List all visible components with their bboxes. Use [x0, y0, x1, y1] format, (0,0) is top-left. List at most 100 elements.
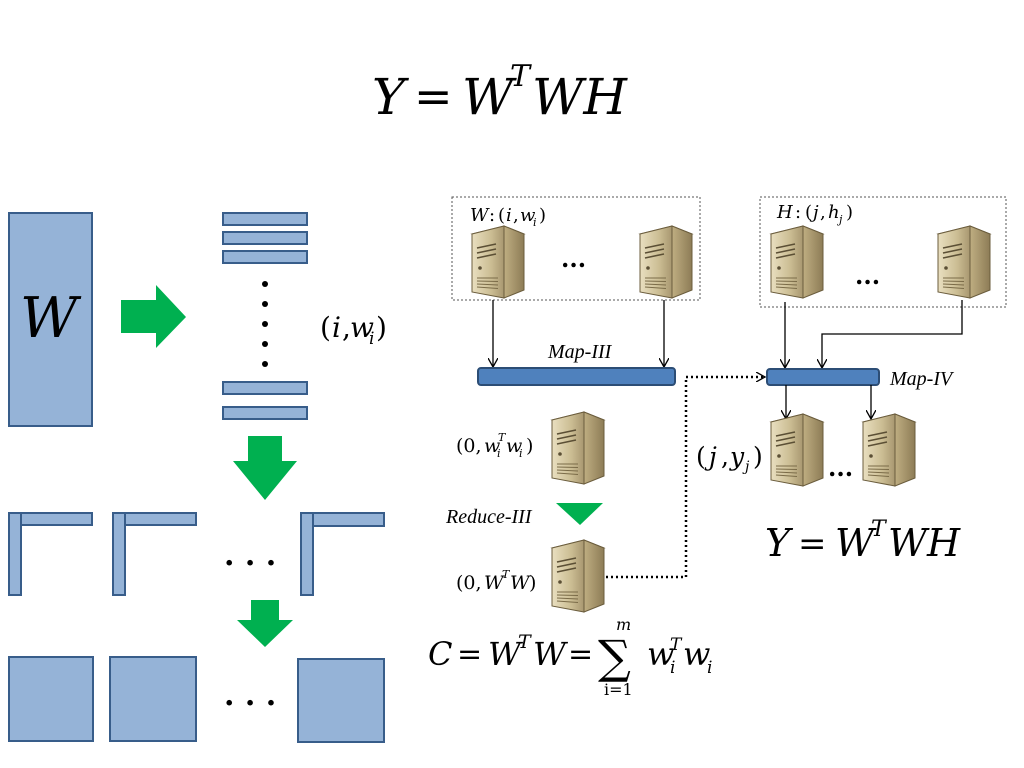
svg-text:i: i [533, 216, 537, 229]
matrix-w-label: W [20, 286, 82, 351]
map4-bar [766, 368, 880, 386]
svg-text:T: T [670, 635, 683, 655]
server-icon [770, 413, 824, 487]
title-eq-sup: T [510, 59, 532, 94]
c-equation: C = W T W = ∑ m i=1 w T i w i [428, 615, 712, 699]
green-down-arrow [237, 600, 293, 647]
svg-text:i: i [707, 658, 712, 678]
svg-text:h: h [828, 202, 840, 223]
square-block [8, 656, 94, 742]
svg-text:w: w [520, 205, 536, 226]
server-icon [937, 225, 991, 299]
svg-text:m: m [616, 615, 631, 634]
h-group-label: H : ( j , h j ) [776, 202, 853, 226]
green-right-arrow [121, 285, 186, 348]
server-wtw-i-label: (0, w T i w i ) [456, 431, 533, 460]
svg-text:W: W [835, 521, 877, 565]
svg-text:(0,: (0, [456, 572, 482, 594]
server-icon [551, 411, 605, 485]
svg-text:W: W [510, 572, 531, 594]
svg-text:w: w [484, 435, 500, 457]
h-node-group [759, 196, 1007, 308]
svg-text:y: y [729, 442, 745, 471]
svg-text:,: , [513, 205, 519, 226]
svg-text:): ) [846, 202, 853, 223]
svg-text:(: ( [320, 311, 331, 344]
w-group-label: W : ( i , w i ) [470, 205, 546, 229]
svg-text:,: , [342, 311, 351, 344]
map3-bar [477, 367, 676, 386]
svg-text:i: i [497, 447, 501, 460]
svg-text:i: i [519, 447, 523, 460]
vertical-dot [262, 321, 268, 327]
svg-text:): ) [376, 311, 387, 344]
server-icon [551, 539, 605, 613]
svg-text::: : [795, 202, 801, 223]
green-down-arrow [233, 436, 297, 500]
broadcast-dotted-arrow [606, 377, 764, 579]
svg-text:=: = [568, 637, 593, 672]
svg-text:T: T [871, 517, 888, 542]
outer-product-shape [112, 512, 197, 596]
svg-text:w: w [647, 635, 674, 673]
svg-text:i: i [332, 311, 341, 344]
svg-text:T: T [502, 568, 511, 581]
svg-text:): ) [753, 442, 763, 471]
arrow-h-to-map4 [822, 300, 963, 367]
server-icon [639, 225, 693, 299]
w-group-dots: ... [561, 244, 586, 273]
server-wtw-label: (0, W T W ) [456, 568, 536, 594]
server-icon [770, 225, 824, 299]
title-eq-rhs: WH [532, 68, 628, 126]
svg-text:,: , [820, 202, 826, 223]
outer-product-shape [300, 512, 385, 596]
svg-text:w: w [350, 311, 374, 344]
svg-text:=: = [457, 637, 482, 672]
vertical-dot [262, 301, 268, 307]
svg-text::: : [489, 205, 495, 226]
outer-product-shape [8, 512, 93, 596]
svg-text:,: , [721, 442, 729, 471]
svg-text:(: ( [805, 202, 812, 223]
svg-text:w: w [506, 435, 522, 457]
svg-text:): ) [529, 572, 536, 594]
svg-text:i: i [506, 205, 512, 226]
row-slice [222, 212, 308, 226]
svg-text:W: W [470, 205, 490, 226]
svg-text:j: j [809, 202, 819, 223]
svg-text:W: W [488, 635, 524, 673]
server-icon [862, 413, 916, 487]
title-eq-w: W [462, 68, 517, 126]
svg-text:): ) [539, 205, 546, 226]
svg-text:i: i [369, 329, 374, 349]
svg-text:i=1: i=1 [604, 680, 633, 699]
svg-text:(: ( [498, 205, 505, 226]
svg-text:=: = [798, 524, 827, 564]
w-node-group [451, 196, 701, 301]
map3-label: Map-III [547, 341, 613, 363]
reduce3-arrow [556, 503, 603, 525]
svg-text:(0,: (0, [456, 435, 482, 457]
svg-text:H: H [776, 202, 793, 223]
ellipsis-bottom: . . . [224, 678, 276, 713]
row-slice [222, 231, 308, 245]
row-slice [222, 250, 308, 264]
title-equation: Y = W T WH [372, 59, 628, 126]
h-group-dots: ... [855, 261, 880, 290]
square-block [109, 656, 197, 742]
svg-text:w: w [683, 635, 710, 673]
vertical-dot [262, 361, 268, 367]
svg-text:): ) [526, 435, 533, 457]
title-eq-equals: = [414, 69, 453, 123]
server-icon [471, 225, 525, 299]
output-tuple-label: ( j , y j ) [696, 442, 763, 475]
svg-text:T: T [518, 631, 532, 653]
svg-text:C: C [428, 635, 452, 673]
svg-text:j: j [704, 442, 717, 471]
ellipsis-mid: . . . [224, 538, 276, 573]
cluster-diagram: W : ( i , w i ) ... H : ( j , h j ) ... [428, 196, 1007, 699]
reduce3-label: Reduce-III [445, 506, 533, 528]
svg-text:j: j [836, 213, 843, 226]
vertical-dot [262, 281, 268, 287]
